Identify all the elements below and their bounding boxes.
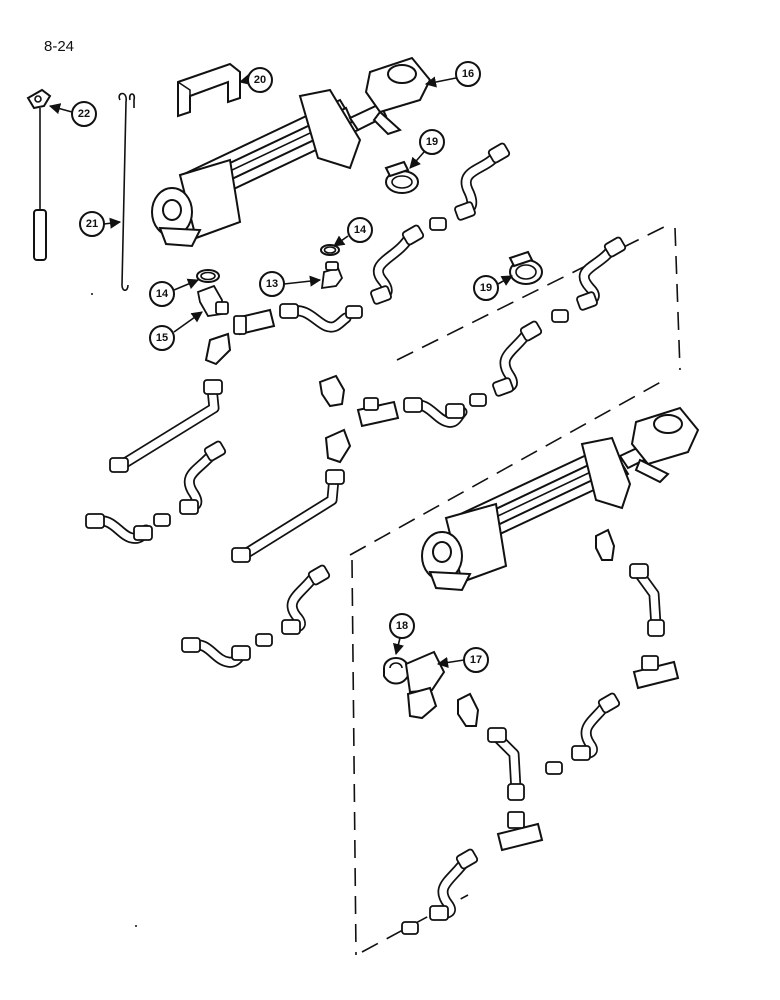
callout-21-label: 21 (86, 218, 98, 230)
page-number: 8-24 (44, 38, 75, 55)
callout-18: 18 (389, 613, 415, 656)
part-20-cover (177, 62, 241, 118)
callout-14-left: 14 (149, 278, 200, 307)
callout-20-label: 20 (254, 74, 266, 86)
callout-15-label: 15 (156, 332, 168, 344)
part-19-hose-clamp-right (508, 250, 543, 285)
callout-20: 20 (238, 67, 273, 93)
part-21-bent-rod (118, 92, 136, 292)
callout-17: 17 (436, 647, 489, 673)
callout-21: 21 (79, 211, 122, 237)
part-17-bracket (404, 650, 446, 720)
callout-17-label: 17 (470, 654, 482, 666)
callout-19-right-label: 19 (480, 282, 492, 294)
callout-14-right: 14 (333, 217, 373, 247)
part-22-spring-rod (26, 88, 52, 261)
callout-15: 15 (149, 311, 203, 351)
callout-16-label: 16 (462, 68, 474, 80)
callout-22: 22 (48, 101, 97, 127)
callout-18-label: 18 (396, 620, 408, 632)
callout-14-left-label: 14 (156, 288, 169, 300)
dashed-boundary-upper (396, 224, 681, 371)
callout-22-label: 22 (78, 108, 90, 120)
callout-13-label: 13 (266, 278, 278, 290)
part-13-fitting (320, 261, 344, 290)
hose-assemblies (90, 146, 662, 920)
part-19-hose-clamp-upper (384, 160, 419, 194)
callout-13: 13 (259, 271, 322, 297)
callout-19-upper-label: 19 (426, 136, 438, 148)
part-14-o-ring-left (196, 269, 220, 283)
tee-fittings (204, 308, 680, 852)
part-18-bushing (383, 657, 409, 685)
callout-19-right: 19 (473, 275, 513, 301)
lower-hydraulic-cylinder (421, 406, 700, 592)
callout-14-right-label: 14 (354, 224, 367, 236)
upper-hydraulic-cylinder (151, 56, 432, 248)
callout-19-upper: 19 (409, 129, 445, 169)
callout-16: 16 (424, 61, 481, 88)
part-15-elbow-fitting (196, 284, 229, 317)
part-14-o-ring-right (320, 244, 340, 256)
fitting-nuts (85, 142, 665, 935)
